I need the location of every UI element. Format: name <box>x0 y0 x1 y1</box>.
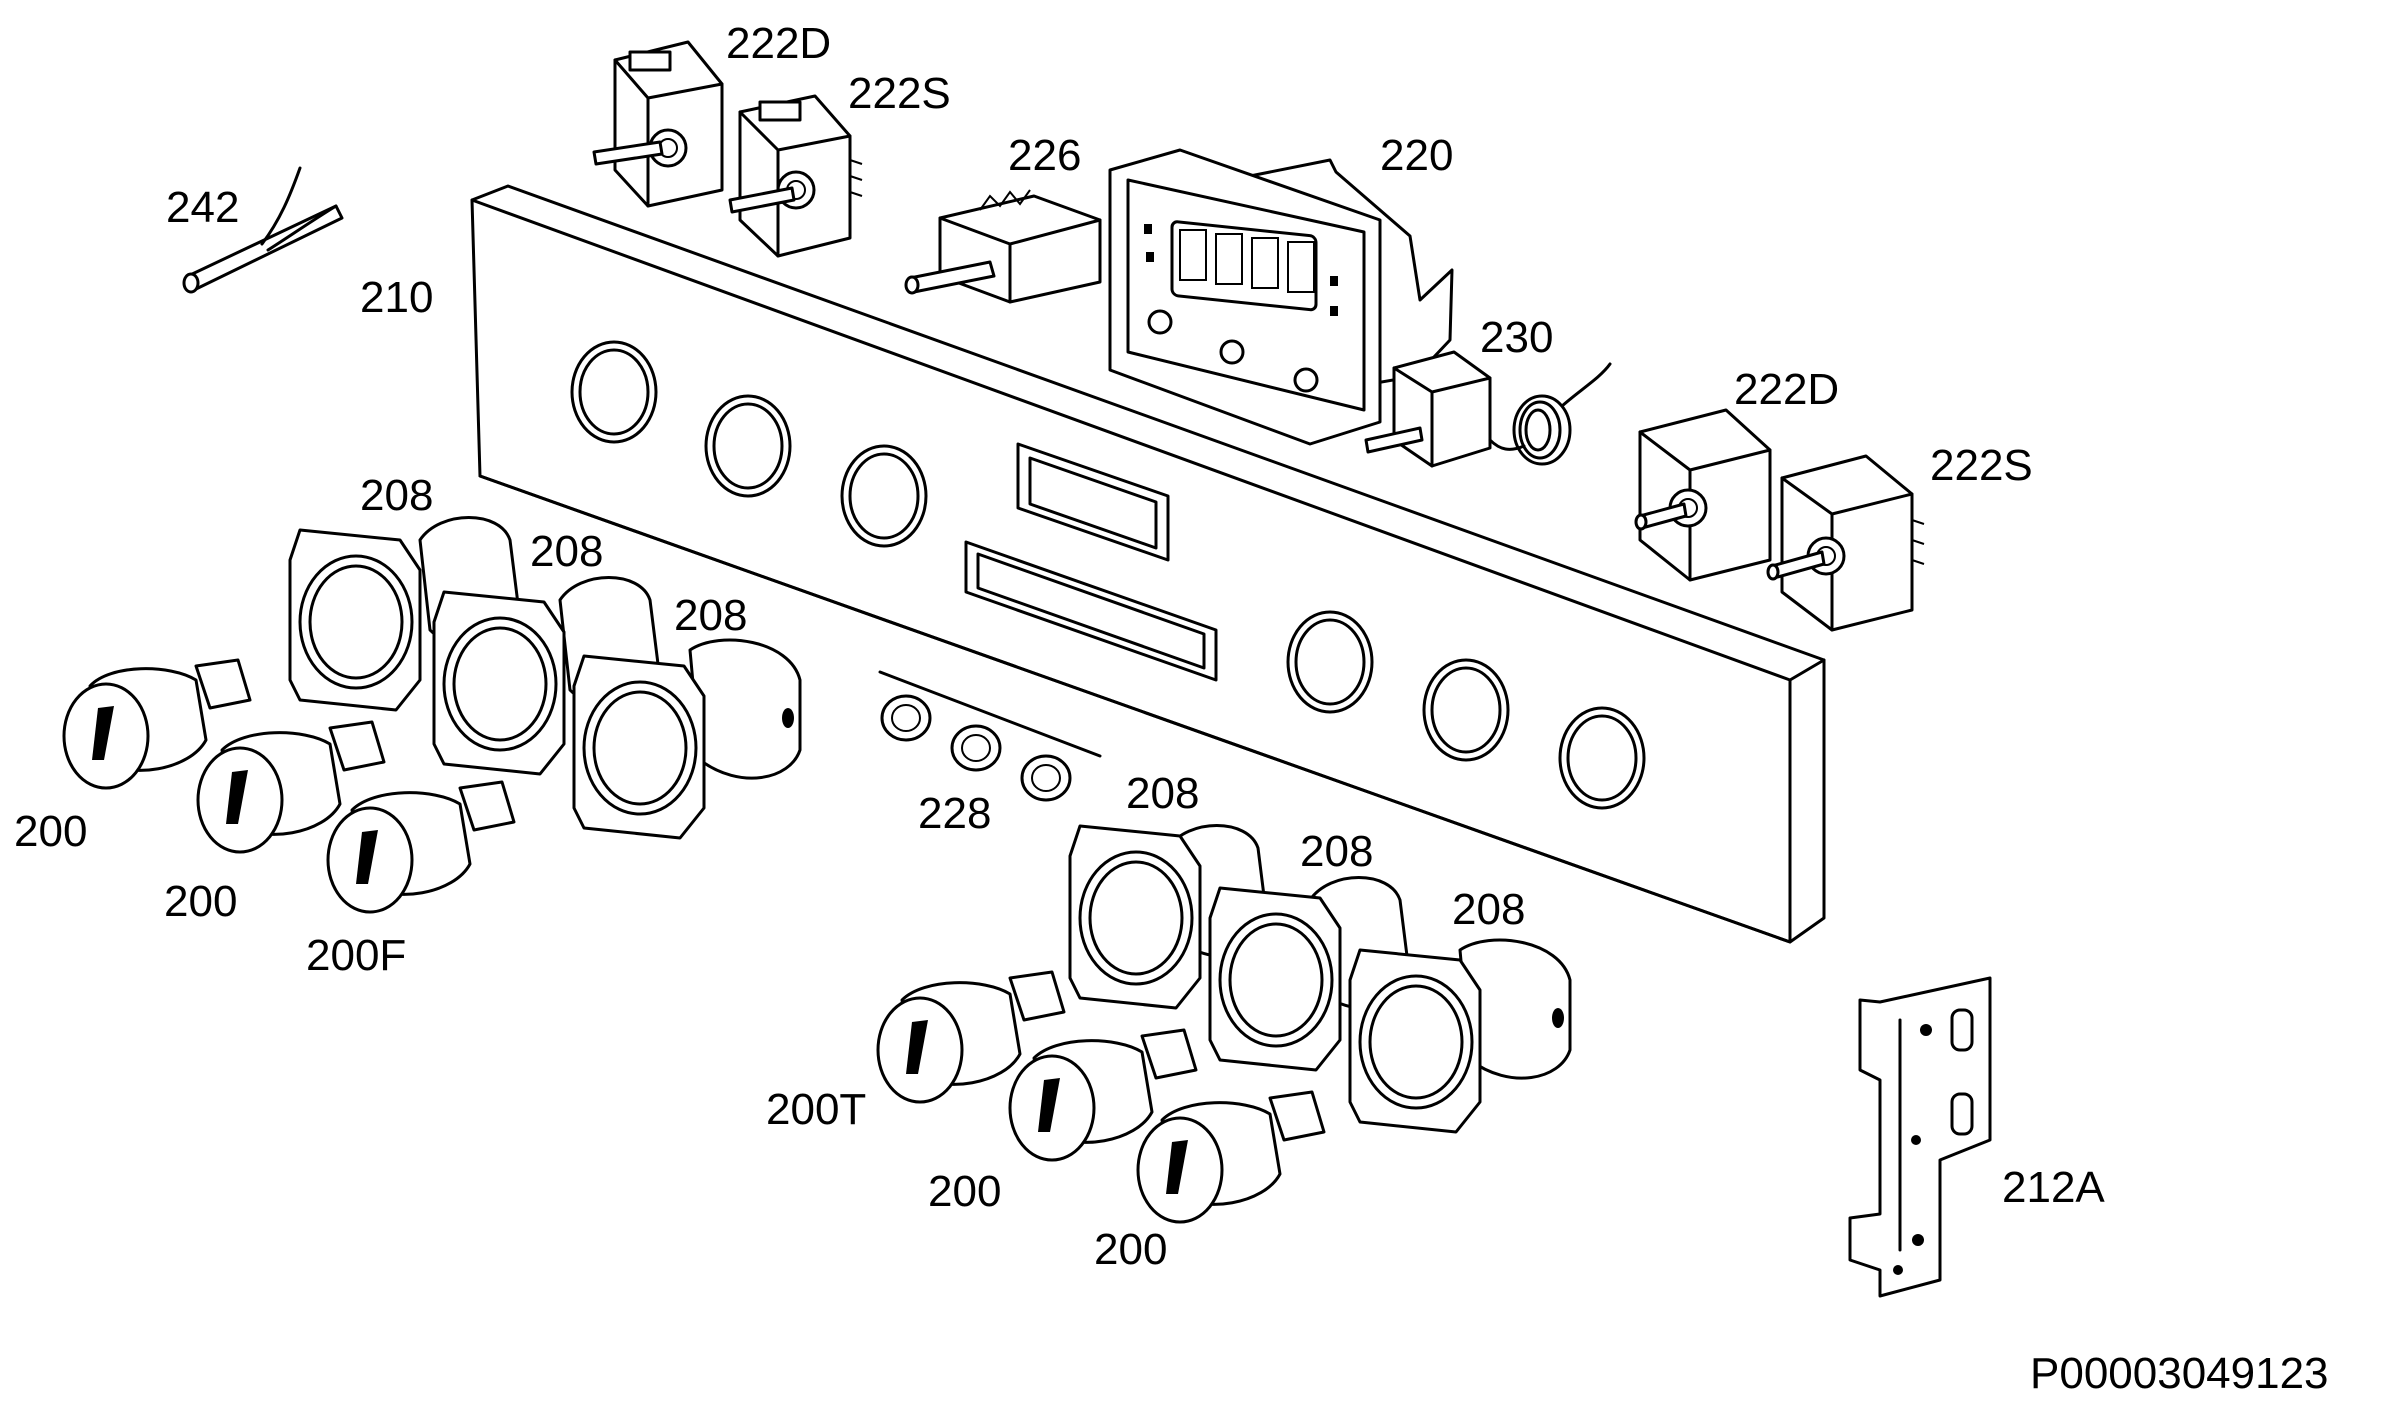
part-labels: 242 222D 222S 226 220 210 230 222D 222S … <box>14 19 2105 1274</box>
knob-200T-right-1 <box>876 970 1066 1104</box>
push-button-1 <box>880 694 932 742</box>
part-228-push-buttons <box>878 670 1102 802</box>
panel-display-window <box>964 442 1218 682</box>
part-210-control-panel <box>470 184 1826 944</box>
label-222D-right: 222D <box>1734 365 1839 414</box>
panel-knob-holes-right <box>1286 610 1646 810</box>
timer-display-digits <box>1179 229 1315 293</box>
part-220-timer-module <box>1108 148 1454 446</box>
part-200-knobs-right <box>876 970 1326 1224</box>
label-222S-top: 222S <box>848 69 951 118</box>
bezel-208-left-3 <box>572 638 802 840</box>
label-228: 228 <box>918 789 991 838</box>
label-220: 220 <box>1380 131 1453 180</box>
knob-200-right-3 <box>1136 1090 1326 1224</box>
knob-200-right-2 <box>1008 1028 1198 1162</box>
panel-knob-holes-left <box>570 340 928 548</box>
label-200T: 200T <box>766 1085 866 1134</box>
label-210: 210 <box>360 273 433 322</box>
label-208-e: 208 <box>1300 827 1373 876</box>
label-226: 226 <box>1008 131 1081 180</box>
part-222D-switch-right <box>1634 408 1772 582</box>
label-222S-right: 222S <box>1930 441 2033 490</box>
label-212A: 212A <box>2002 1163 2105 1212</box>
part-200-knobs-left <box>62 658 516 914</box>
label-208-d: 208 <box>1126 769 1199 818</box>
part-222S-switch-right <box>1766 454 1925 632</box>
knob-200-left-2 <box>196 720 386 854</box>
label-222D-top: 222D <box>726 19 831 68</box>
part-230-thermostat <box>1364 350 1612 468</box>
label-200-c: 200 <box>928 1167 1001 1216</box>
label-208-b: 208 <box>530 527 603 576</box>
label-208-c: 208 <box>674 591 747 640</box>
label-200-b: 200 <box>164 877 237 926</box>
part-208-bezels-left <box>288 516 802 840</box>
part-212A-bracket <box>1848 976 1992 1298</box>
bezel-208-right-3 <box>1348 938 1572 1134</box>
label-208-f: 208 <box>1452 885 1525 934</box>
part-222D-switch-top <box>592 40 724 208</box>
label-242: 242 <box>166 183 239 232</box>
label-208-a: 208 <box>360 471 433 520</box>
label-200F: 200F <box>306 931 406 980</box>
part-242-sensor-probe <box>182 166 344 294</box>
push-button-3 <box>1020 754 1072 802</box>
drawing-code: P00003049123 <box>2030 1349 2329 1398</box>
label-230: 230 <box>1480 313 1553 362</box>
label-200-a: 200 <box>14 807 87 856</box>
push-button-2 <box>950 724 1002 772</box>
label-200-d: 200 <box>1094 1225 1167 1274</box>
part-208-bezels-right <box>1068 824 1572 1134</box>
knob-200-left-1 <box>62 658 252 790</box>
knob-200F-left-3 <box>326 780 516 914</box>
part-222S-switch-top <box>728 94 863 258</box>
part-226-selector-switch <box>904 189 1102 304</box>
